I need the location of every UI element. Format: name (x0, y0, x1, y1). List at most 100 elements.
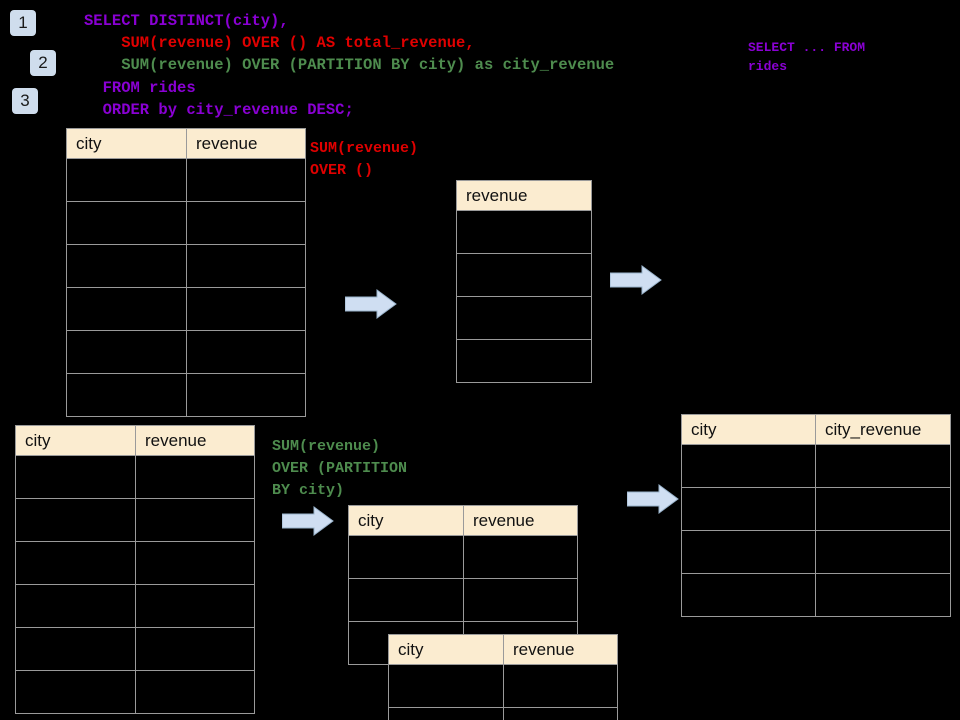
table-header-row: city revenue (388, 634, 618, 665)
table-body (456, 210, 592, 383)
arrow-source-to-partition-icon (282, 506, 334, 536)
table-header-row: city revenue (348, 505, 578, 536)
arrow-partition-to-result-icon (627, 484, 679, 514)
arrow-source-to-total-icon (345, 289, 397, 319)
table-cell (815, 530, 951, 574)
table-cell (186, 287, 306, 331)
table-row (66, 158, 306, 202)
table-cell (388, 707, 504, 720)
column-header-city: city (66, 128, 187, 159)
table-body (15, 455, 255, 714)
table-cell (456, 296, 592, 340)
table-row (15, 627, 255, 671)
table-cell (15, 455, 136, 499)
table-body (66, 158, 306, 417)
table-header-row: city city_revenue (681, 414, 951, 445)
table-cell (186, 201, 306, 245)
step-badge-1-label: 1 (18, 13, 28, 32)
table-cell (681, 487, 816, 531)
rides-source-table: city revenue (66, 128, 306, 417)
city-revenue-annotation-label: SUM(revenue) OVER (PARTITION BY city) (272, 438, 408, 499)
table-cell (186, 244, 306, 288)
table-row (456, 210, 592, 254)
table-cell (15, 627, 136, 671)
table-cell (388, 664, 504, 708)
table-cell (66, 287, 187, 331)
table-cell (503, 707, 618, 720)
table-row (15, 498, 255, 542)
column-header-revenue: revenue (135, 425, 255, 456)
arrow-total-to-result-icon (610, 265, 662, 295)
sql-line-select: SELECT DISTINCT(city), (84, 12, 289, 30)
table-row (66, 287, 306, 331)
table-row (66, 201, 306, 245)
table-row (681, 487, 951, 531)
table-cell (815, 573, 951, 617)
table-cell (186, 330, 306, 374)
table-row (348, 535, 578, 579)
table-header-row: city revenue (66, 128, 306, 159)
total-revenue-annotation-label: SUM(revenue) OVER () (310, 140, 419, 179)
column-header-revenue: revenue (456, 180, 592, 211)
step-badge-2-label: 2 (38, 53, 48, 72)
total-revenue-table: revenue (456, 180, 592, 383)
table-cell (66, 330, 187, 374)
step-badge-3: 3 (12, 88, 38, 114)
column-header-revenue: revenue (463, 505, 578, 536)
table-row (456, 296, 592, 340)
table-cell (135, 584, 255, 628)
sql-line-from: FROM rides (84, 79, 196, 97)
table-body (348, 535, 578, 665)
table-row (66, 373, 306, 417)
partition-table-back: city revenue (348, 505, 578, 665)
table-row (681, 444, 951, 488)
table-cell (815, 444, 951, 488)
step-badge-3-label: 3 (20, 91, 30, 110)
column-header-city: city (681, 414, 816, 445)
sql-line-city-revenue: SUM(revenue) OVER (PARTITION BY city) as… (84, 56, 615, 74)
table-body (388, 664, 618, 720)
table-cell (186, 158, 306, 202)
table-row (388, 664, 618, 708)
table-cell (681, 573, 816, 617)
partition-table-front: city revenue (388, 634, 618, 720)
table-cell (463, 578, 578, 622)
table-cell (15, 670, 136, 714)
table-cell (135, 455, 255, 499)
table-cell (66, 244, 187, 288)
table-cell (815, 487, 951, 531)
table-row (348, 578, 578, 622)
table-cell (135, 541, 255, 585)
table-cell (15, 541, 136, 585)
table-row (681, 573, 951, 617)
table-cell (681, 530, 816, 574)
ordered-source-table: city revenue (15, 425, 255, 714)
table-row (15, 455, 255, 499)
table-cell (135, 498, 255, 542)
table-row (66, 244, 306, 288)
table-cell (503, 664, 618, 708)
table-header-row: revenue (456, 180, 592, 211)
table-cell (456, 339, 592, 383)
column-header-city-revenue: city_revenue (815, 414, 951, 445)
table-cell (348, 535, 464, 579)
table-cell (15, 498, 136, 542)
table-row (456, 253, 592, 297)
column-header-revenue: revenue (186, 128, 306, 159)
table-body (681, 444, 951, 617)
table-cell (348, 578, 464, 622)
step-badge-1: 1 (10, 10, 36, 36)
table-cell (66, 373, 187, 417)
table-cell (463, 535, 578, 579)
table-row (15, 584, 255, 628)
final-result-table: city city_revenue (681, 414, 951, 617)
table-row (456, 339, 592, 383)
table-cell (456, 253, 592, 297)
table-row (15, 670, 255, 714)
column-header-city: city (15, 425, 136, 456)
table-header-row: city revenue (15, 425, 255, 456)
sql-line-order-by: ORDER by city_revenue DESC; (84, 101, 354, 119)
table-row (388, 707, 618, 720)
table-cell (15, 584, 136, 628)
